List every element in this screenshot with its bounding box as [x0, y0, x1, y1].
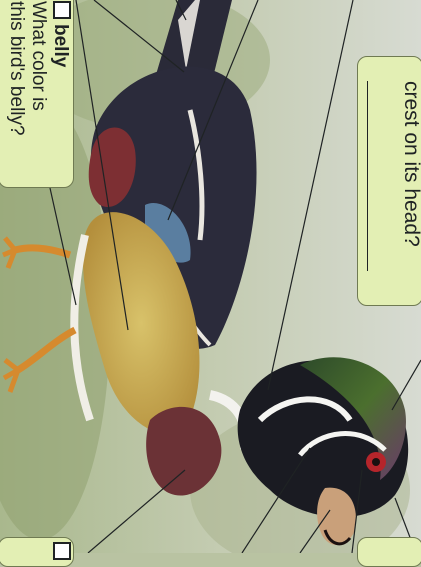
bottom-left-card	[0, 537, 74, 567]
checkbox-icon[interactable]	[53, 542, 71, 560]
belly-label-row: belly	[49, 1, 71, 136]
bottom-right-card	[357, 537, 421, 567]
crest-question-line1: crest on its head?	[400, 81, 421, 271]
belly-question-line1: What color is	[27, 1, 49, 136]
belly-question-line2: this bird's belly?	[5, 1, 27, 136]
checkbox-icon[interactable]	[53, 1, 71, 19]
eye-pupil	[372, 458, 380, 466]
answer-blank[interactable]	[367, 81, 386, 271]
belly-label: belly	[50, 24, 71, 67]
crest-question-card: crest on its head?	[357, 56, 421, 306]
belly-question-card: belly What color is this bird's belly?	[0, 0, 74, 188]
